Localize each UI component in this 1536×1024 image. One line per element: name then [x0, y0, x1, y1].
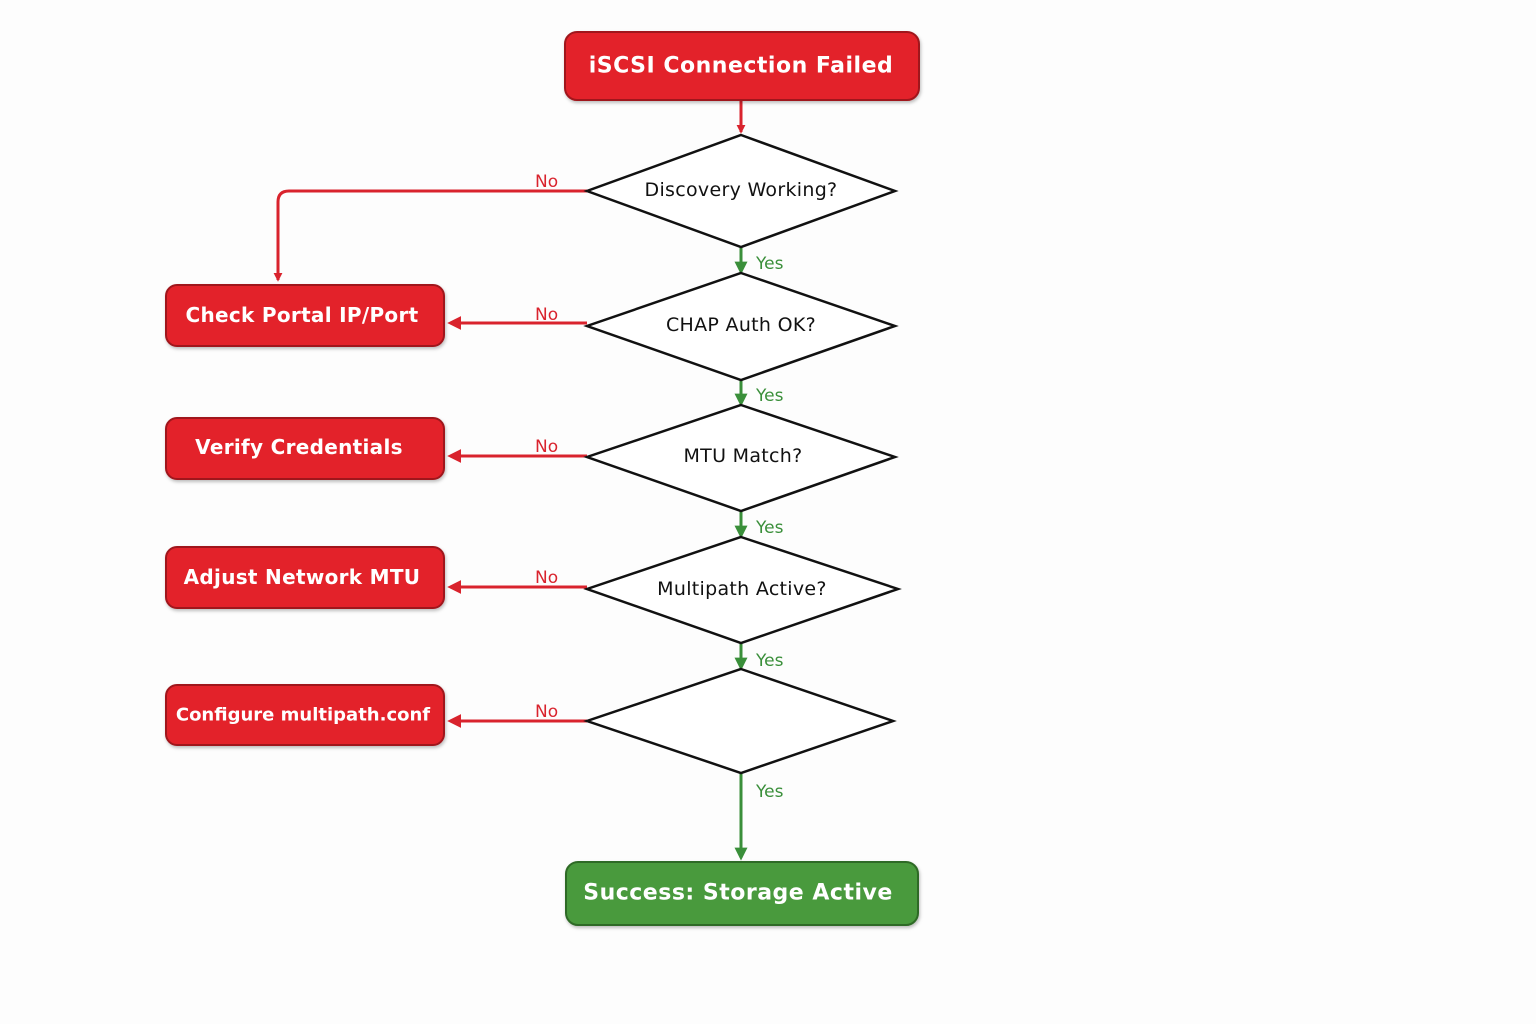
edge-label-yes-chap: Yes [755, 386, 784, 406]
action-check-portal-label: Check Portal IP/Port [186, 303, 419, 327]
decision-chap-label: CHAP Auth OK? [666, 314, 816, 336]
edge-label-yes-discovery: Yes [755, 254, 784, 274]
end-node-label: Success: Storage Active [583, 881, 893, 906]
action-check-portal: Check Portal IP/Port [165, 284, 445, 347]
action-adjust-mtu-label: Adjust Network MTU [184, 565, 421, 589]
decision-multipath: Multipath Active? [583, 535, 902, 645]
decision-discovery: Discovery Working? [583, 133, 899, 249]
end-node: Success: Storage Active [565, 861, 919, 926]
start-node: iSCSI Connection Failed [564, 31, 920, 101]
action-configure-multipath: Configure multipath.conf [165, 684, 445, 746]
edge-no-discovery [273, 189, 587, 282]
action-configure-multipath-label: Configure multipath.conf [176, 705, 430, 726]
decision-mtu: MTU Match? [583, 403, 899, 513]
edge-label-no-multipath: No [535, 568, 558, 588]
decision-multipath-label: Multipath Active? [657, 578, 827, 600]
start-node-label: iSCSI Connection Failed [589, 54, 894, 79]
decision-final [583, 667, 897, 775]
edge-label-no-discovery: No [535, 172, 558, 192]
edge-label-yes-multipath: Yes [755, 651, 784, 671]
edge-label-no-chap: No [535, 305, 558, 325]
decision-chap: CHAP Auth OK? [583, 271, 899, 382]
edge-label-no-mtu: No [535, 437, 558, 457]
action-verify-credentials-label: Verify Credentials [195, 435, 403, 459]
edge-label-yes-final: Yes [755, 782, 784, 802]
action-verify-credentials: Verify Credentials [165, 417, 445, 480]
edge-label-yes-mtu: Yes [755, 518, 784, 538]
decision-mtu-label: MTU Match? [683, 445, 802, 467]
edge-label-no-final: No [535, 702, 558, 722]
action-adjust-mtu: Adjust Network MTU [165, 546, 445, 609]
decision-discovery-label: Discovery Working? [645, 179, 838, 201]
